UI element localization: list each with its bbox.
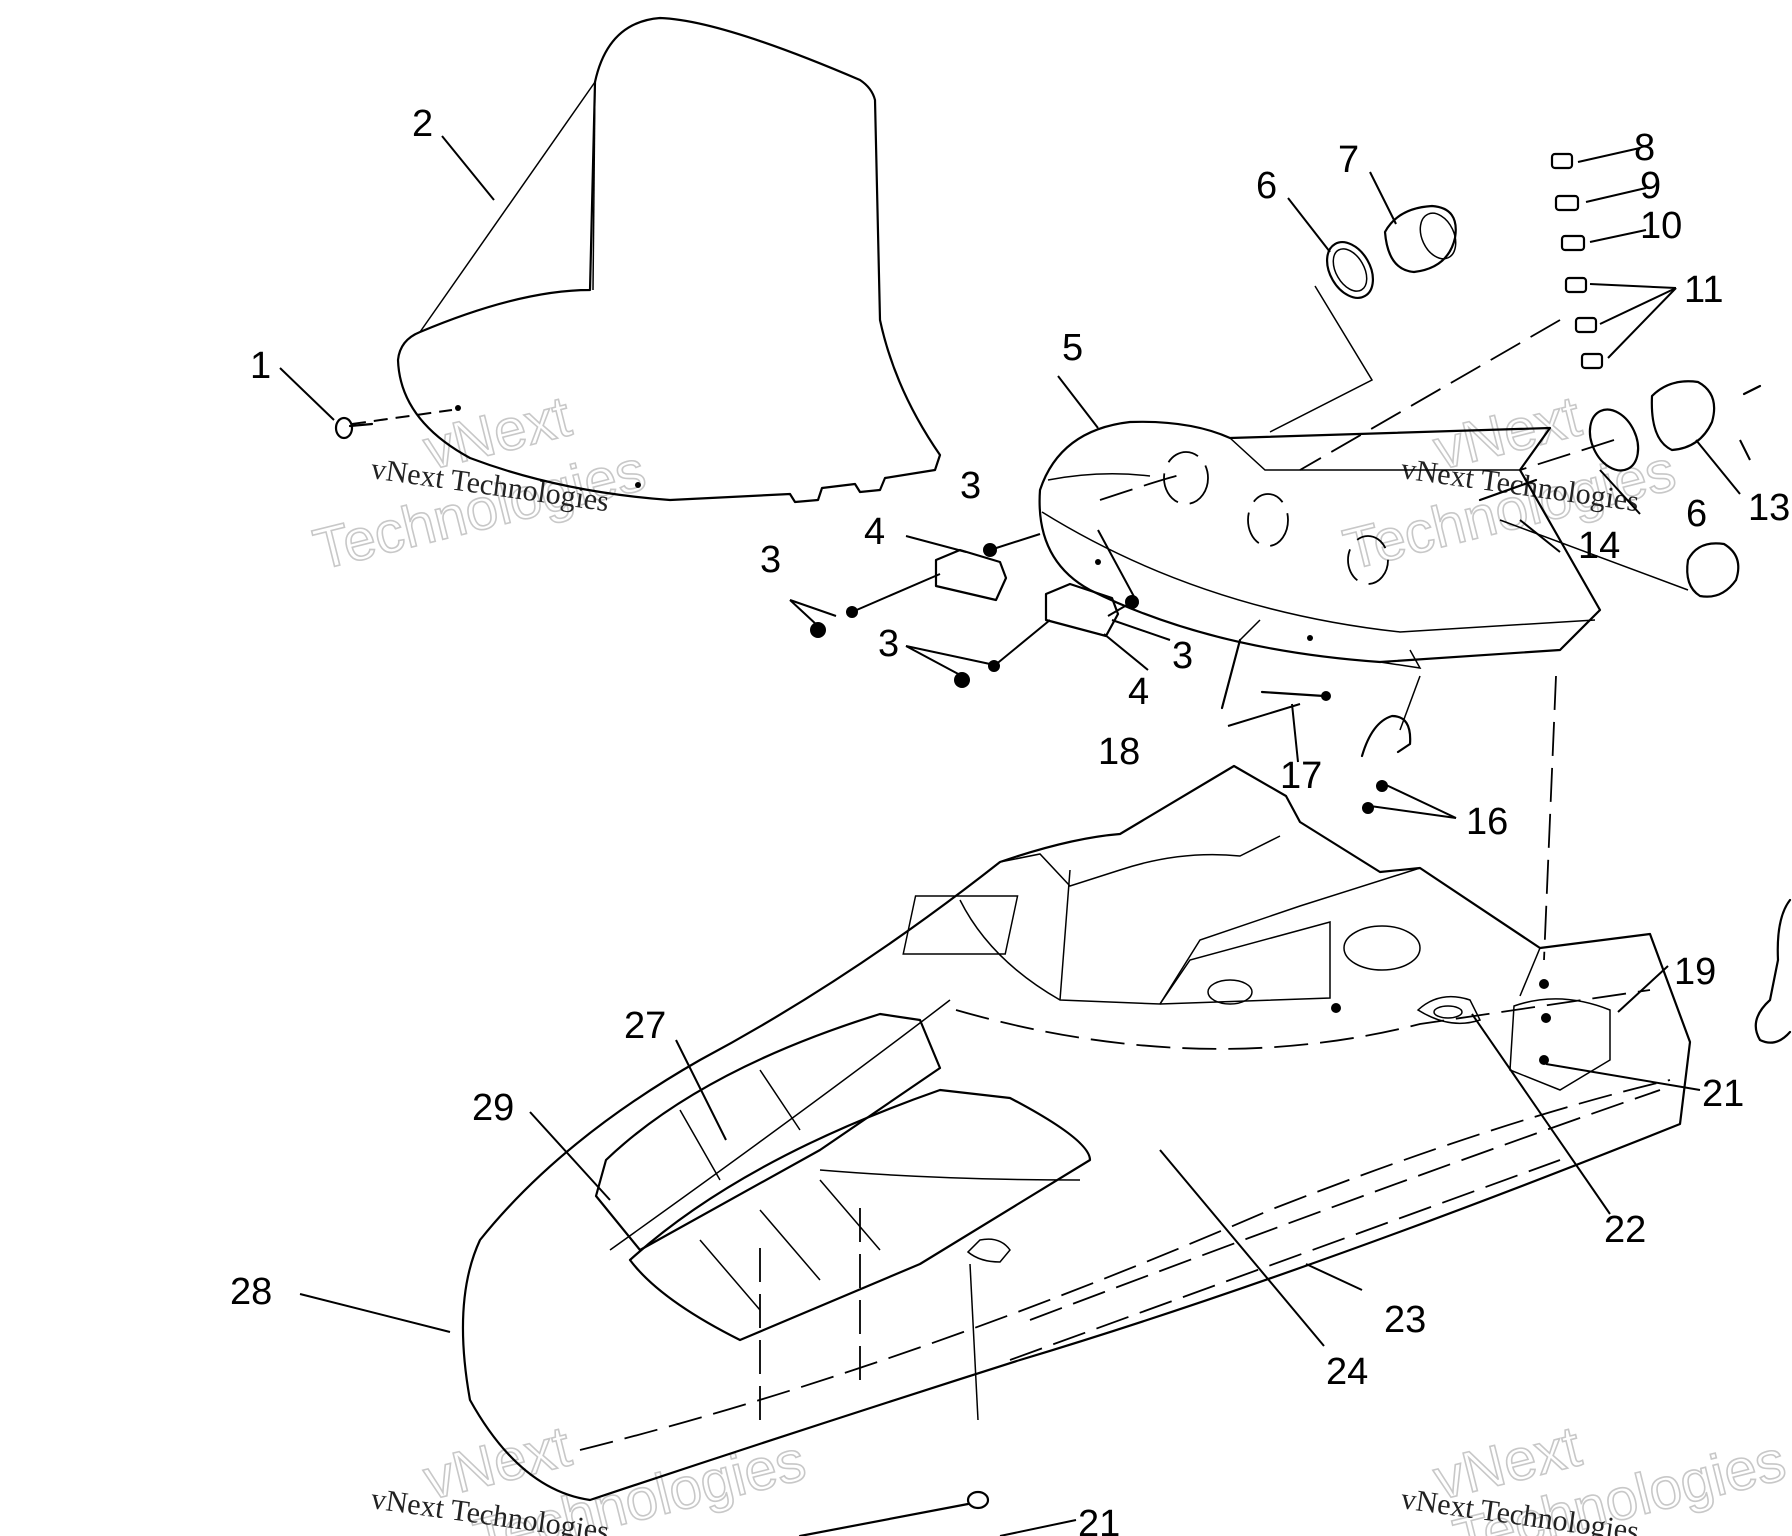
callout-21-right: 21 <box>1702 1073 1744 1115</box>
callout-11: 11 <box>1684 269 1723 311</box>
watermark-top-right: vNext Technologies vNext Technologies <box>1337 383 1683 584</box>
callout-labels: 2 1 5 6 7 8 9 10 11 13 6 14 3 4 3 3 3 4 … <box>230 103 1790 1536</box>
callout-8: 8 <box>1634 127 1655 169</box>
callout-13: 13 <box>1748 487 1790 529</box>
rod-part-14 <box>1478 478 1538 502</box>
handle-part-right-edge <box>1754 898 1792 1044</box>
callout-3-lower-right: 3 <box>1172 635 1193 677</box>
callout-7: 7 <box>1338 139 1359 181</box>
callout-21-bottom: 21 <box>1078 1503 1120 1536</box>
callout-29: 29 <box>472 1087 514 1129</box>
leader-lines <box>279 135 1741 1347</box>
spring-part-18 <box>1220 619 1261 710</box>
hood-part <box>1038 420 1602 669</box>
callout-2: 2 <box>412 103 433 145</box>
callout-4-lower: 4 <box>1128 671 1149 713</box>
callout-4-upper: 4 <box>864 511 885 553</box>
gauge-part-13 <box>1519 380 1762 472</box>
callout-24: 24 <box>1326 1351 1368 1393</box>
callout-18: 18 <box>1098 731 1140 773</box>
callout-6-right: 6 <box>1686 493 1707 535</box>
callout-27: 27 <box>624 1005 666 1047</box>
screw-part-1 <box>334 409 453 440</box>
watermark-top-left: vNext Technologies vNext Technologies <box>307 383 653 584</box>
bulb-parts-8-11 <box>1299 152 1604 471</box>
callout-16: 16 <box>1466 801 1508 843</box>
bracket-parts-3-4 <box>810 533 1139 688</box>
gauge-part-7 <box>1383 204 1457 274</box>
callout-28: 28 <box>230 1271 272 1313</box>
callout-22: 22 <box>1604 1209 1646 1251</box>
callout-3-left: 3 <box>760 539 781 581</box>
callout-23: 23 <box>1384 1299 1426 1341</box>
bolt-part-21-lower <box>798 1490 1077 1536</box>
clip-parts-16 <box>1360 675 1421 814</box>
callout-9: 9 <box>1640 165 1661 207</box>
callout-19: 19 <box>1674 951 1716 993</box>
nosepan-part-28 <box>461 764 1692 1502</box>
callout-1: 1 <box>250 345 271 387</box>
callout-17: 17 <box>1280 755 1322 797</box>
gauge-part-lower-right <box>1499 519 1740 598</box>
callout-14: 14 <box>1578 525 1620 567</box>
gauge-ring-part-6 <box>1269 241 1375 433</box>
callout-10: 10 <box>1640 205 1682 247</box>
callout-3-lower-left: 3 <box>878 623 899 665</box>
callout-3-upper: 3 <box>960 465 981 507</box>
pin-part-17 <box>1260 690 1331 701</box>
watermark-bottom-left: vNext Technologies vNext Technologies <box>369 1413 812 1536</box>
callout-5: 5 <box>1062 327 1083 369</box>
windshield-part <box>396 16 942 504</box>
callout-6-top: 6 <box>1256 165 1277 207</box>
watermark-bottom-right: vNext Technologies vNext Technologies <box>1399 1413 1792 1536</box>
